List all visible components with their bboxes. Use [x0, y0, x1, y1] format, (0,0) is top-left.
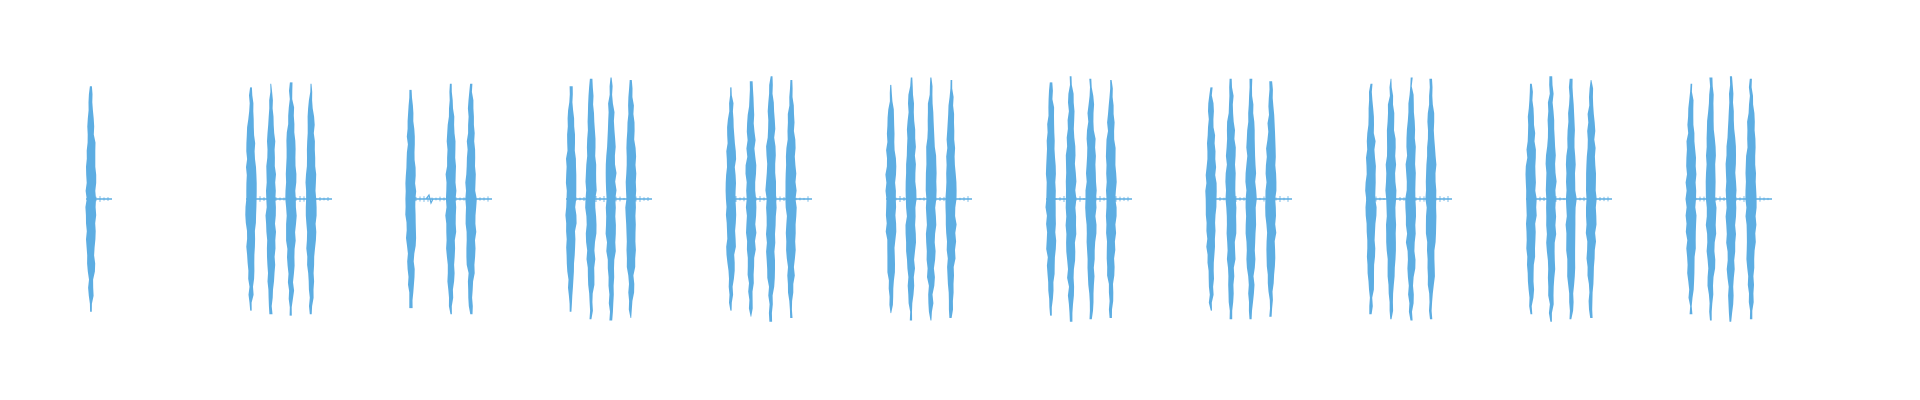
waveform-burst-group — [405, 83, 492, 315]
waveform-burst-group — [1685, 76, 1772, 322]
waveform-burst-group — [1365, 77, 1452, 321]
waveform-burst-group — [565, 77, 652, 321]
waveform-burst-group — [1045, 76, 1132, 322]
waveform-burst-group — [885, 77, 972, 321]
waveform-burst-group — [1525, 76, 1612, 322]
waveform-burst-group — [85, 86, 112, 312]
waveform-burst-group — [1205, 78, 1292, 320]
waveform-burst-group — [245, 82, 332, 316]
waveform-burst-group — [725, 76, 812, 322]
waveform-layer — [85, 76, 1772, 322]
